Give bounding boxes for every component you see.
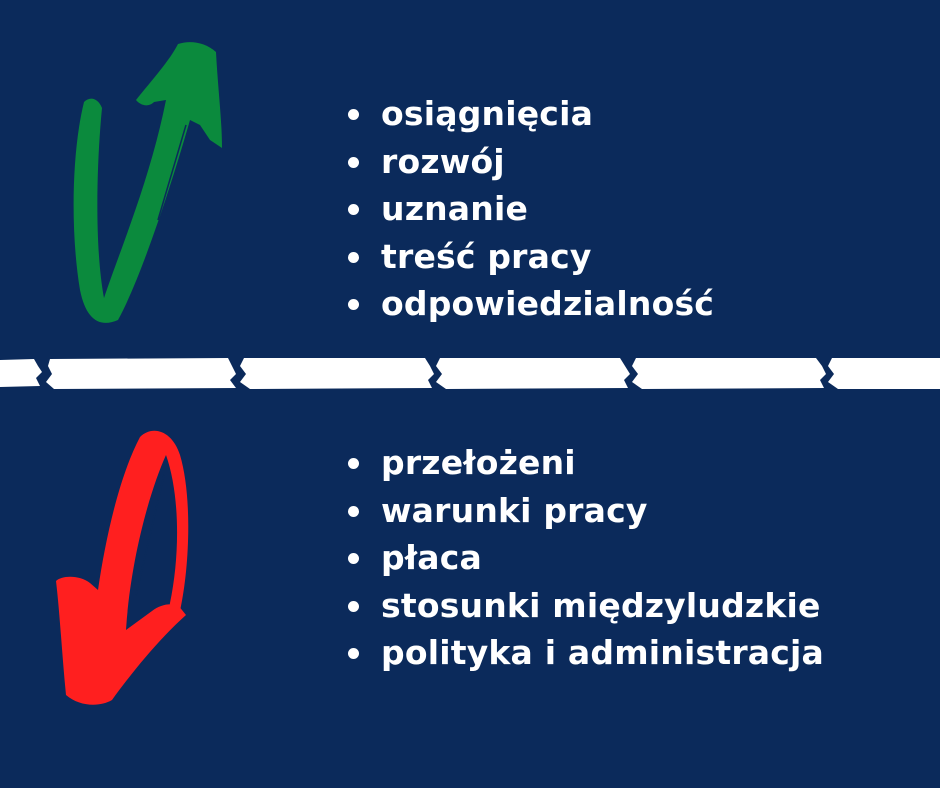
bullet-icon bbox=[348, 648, 359, 659]
list-item: odpowiedzialność bbox=[345, 280, 714, 328]
list-item: przełożeni bbox=[345, 439, 824, 487]
list-item-label: przełożeni bbox=[381, 443, 576, 482]
list-item-label: odpowiedzialność bbox=[381, 284, 715, 323]
list-item-label: stosunki międzyludzkie bbox=[381, 585, 821, 625]
hygiene-factors-list: przełożeni warunki pracy płaca stosunki … bbox=[345, 439, 824, 677]
bullet-icon bbox=[348, 553, 359, 564]
motivators-list: osiągnięcia rozwój uznanie treść pracy o… bbox=[345, 90, 714, 328]
list-item-label: płaca bbox=[381, 538, 482, 577]
list-item: uznanie bbox=[345, 185, 714, 233]
list-item: osiągnięcia bbox=[345, 90, 714, 138]
list-item: polityka i administracja bbox=[345, 629, 824, 677]
list-item: płaca bbox=[345, 534, 824, 582]
section-divider bbox=[0, 358, 940, 389]
bullet-icon bbox=[348, 600, 359, 612]
bullet-icon bbox=[348, 109, 359, 120]
bullet-icon bbox=[348, 505, 359, 517]
list-item: warunki pracy bbox=[345, 487, 824, 535]
list-item-label: treść pracy bbox=[381, 236, 592, 276]
bullet-icon bbox=[348, 204, 359, 215]
list-item-label: osiągnięcia bbox=[381, 94, 594, 133]
bullet-icon bbox=[348, 458, 359, 469]
curved-down-arrow-icon bbox=[56, 430, 189, 705]
bullet-icon bbox=[348, 156, 359, 168]
list-item: treść pracy bbox=[345, 233, 714, 281]
curved-up-arrow-icon bbox=[73, 42, 222, 323]
list-item: rozwój bbox=[345, 138, 714, 186]
list-item: stosunki międzyludzkie bbox=[345, 582, 824, 630]
list-item-label: warunki pracy bbox=[381, 490, 648, 530]
bullet-icon bbox=[348, 251, 359, 263]
list-item-label: polityka i administracja bbox=[381, 633, 825, 672]
list-item-label: uznanie bbox=[381, 189, 529, 228]
bullet-icon bbox=[348, 299, 359, 310]
list-item-label: rozwój bbox=[381, 141, 505, 181]
